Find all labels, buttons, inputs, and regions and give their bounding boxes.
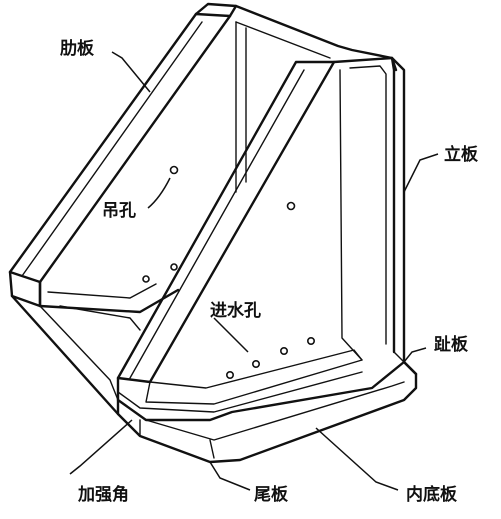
leader-lines bbox=[69, 51, 439, 491]
label-water-inlet-holes: 进水孔 bbox=[210, 300, 261, 321]
vertical-plate bbox=[332, 56, 406, 364]
label-vertical-plate: 立板 bbox=[444, 144, 479, 165]
label-tail-plate: 尾板 bbox=[254, 484, 289, 505]
leader-inner-bottom bbox=[315, 427, 399, 491]
label-inner-bottom-plate: 内底板 bbox=[406, 484, 458, 505]
deck-plate bbox=[393, 351, 418, 376]
leader-tail-plate bbox=[209, 461, 251, 491]
leader-water-inlet bbox=[213, 317, 249, 353]
rib-plate-left bbox=[8, 12, 232, 308]
leader-vertical-plate bbox=[403, 153, 439, 193]
inner-bottom-plate bbox=[116, 349, 406, 422]
leader-deck-plate bbox=[403, 347, 427, 363]
label-deck-plate: 趾板 bbox=[434, 334, 469, 355]
rib-plate-right bbox=[116, 60, 336, 384]
label-reinforcing-corner: 加强角 bbox=[77, 484, 129, 505]
leader-lifting-hole bbox=[147, 177, 171, 209]
leader-reinforcing-corner bbox=[69, 419, 133, 475]
lifting-hole bbox=[169, 165, 179, 175]
leader-rib-plate bbox=[111, 51, 151, 93]
label-lifting-hole: 吊孔 bbox=[102, 201, 136, 221]
back-wall-top bbox=[194, 2, 398, 193]
label-rib-plate: 肋板 bbox=[60, 38, 95, 59]
tail-plate bbox=[10, 294, 418, 464]
holes bbox=[142, 201, 315, 379]
left-ledge bbox=[38, 280, 180, 401]
